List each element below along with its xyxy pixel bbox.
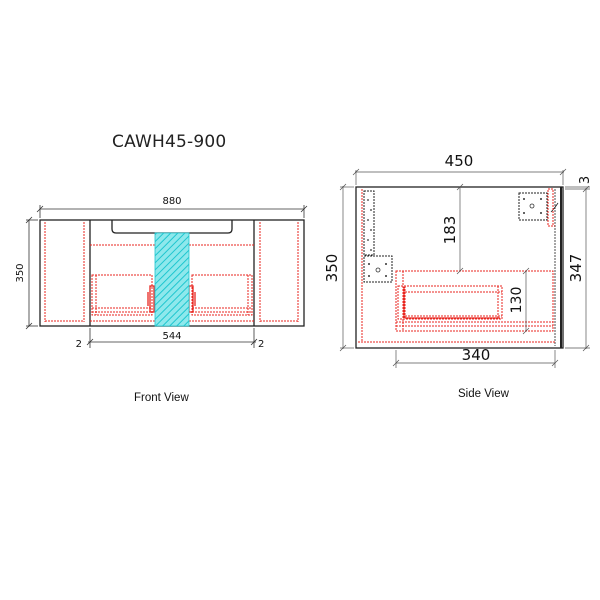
product-title: CAWH45-900 xyxy=(112,132,227,152)
side-view-caption: Side View xyxy=(458,388,509,400)
front-width-dim: 880 xyxy=(162,196,181,207)
front-height-dim: 350 xyxy=(15,263,26,282)
side-depth-dim: 450 xyxy=(445,152,474,170)
side-inner-height-dim: 347 xyxy=(567,254,585,283)
side-height-dim: 350 xyxy=(323,254,341,283)
side-top-offset-dim: 3 xyxy=(578,176,593,184)
front-left-gap-dim: 2 xyxy=(76,339,82,350)
plumbing-cutout-zone xyxy=(154,232,190,327)
side-top-to-drawer-dim: 183 xyxy=(441,216,459,245)
side-view-drawing: 450 3 350 347 183 130 340 xyxy=(323,152,593,368)
front-inner-width-dim: 544 xyxy=(162,331,181,342)
side-drawer-height-dim: 130 xyxy=(509,287,525,314)
front-right-gap-dim: 2 xyxy=(258,339,264,350)
front-view-caption: Front View xyxy=(134,392,189,404)
front-view-drawing: 880 350 544 2 2 xyxy=(15,196,308,350)
side-drawer-depth-dim: 340 xyxy=(462,346,491,364)
